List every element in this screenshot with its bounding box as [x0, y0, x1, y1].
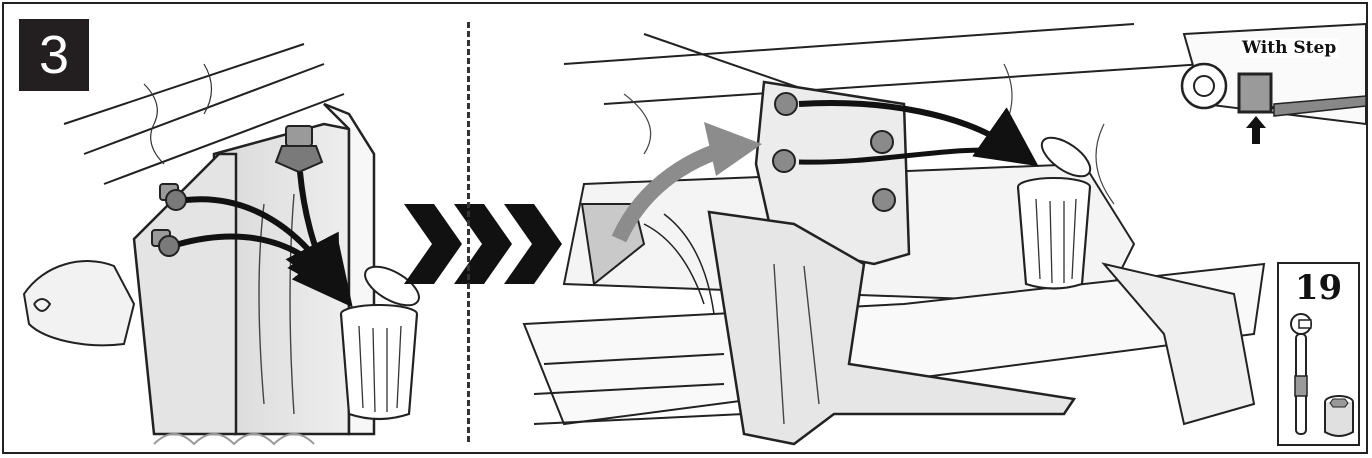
section-divider [467, 22, 470, 442]
step-number: 3 [19, 19, 89, 91]
left-scene [24, 44, 374, 444]
bolt-icon [873, 189, 895, 211]
tool-illustration [1279, 304, 1358, 444]
bolt-icon [775, 93, 797, 115]
trash-bin-icon [1018, 130, 1096, 288]
chevron-right-icon [404, 204, 562, 284]
bolt-icon [160, 184, 186, 210]
wrench-icon [1291, 314, 1311, 434]
bolt-icon [773, 150, 795, 172]
bolt-icon [871, 131, 893, 153]
tool-panel: 19 [1277, 262, 1360, 446]
up-arrow-icon [1246, 116, 1266, 144]
tool-size: 19 [1279, 268, 1358, 308]
variant-label: With Step [1240, 38, 1338, 58]
socket-icon [1325, 396, 1353, 436]
illustration [4, 4, 1368, 454]
right-scene [524, 24, 1264, 444]
